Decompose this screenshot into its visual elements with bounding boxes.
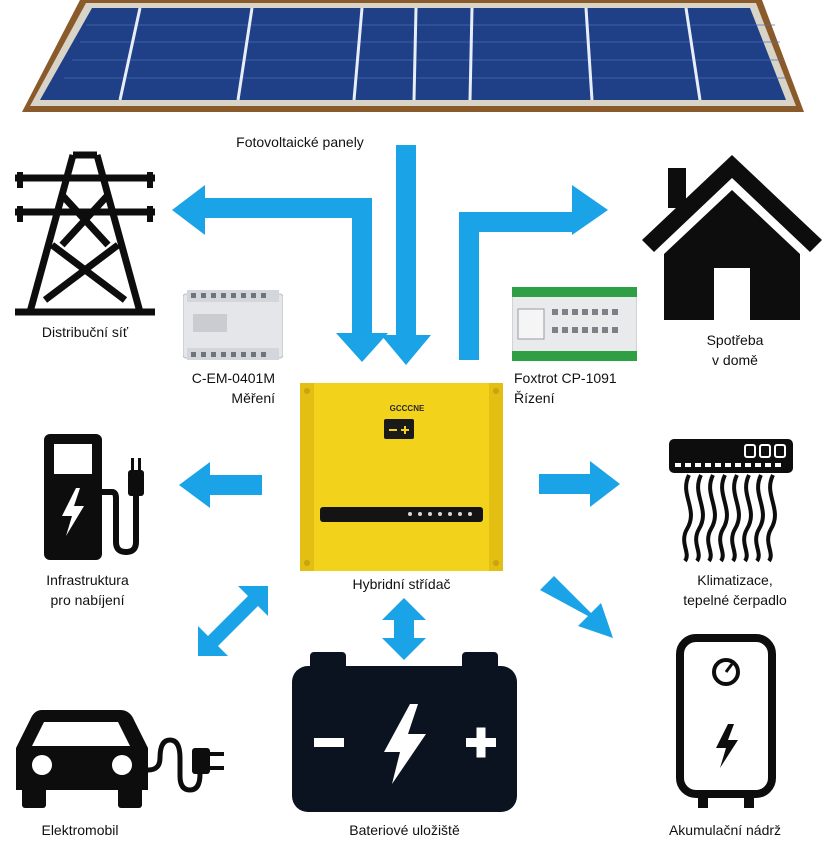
hvac-label-2: tepelné čerpadlo [683,592,787,608]
hvac-icon [669,439,793,563]
inverter-brand: GCCCNE [389,404,425,413]
meter-label-2: Měření [231,390,275,406]
arrow-to-hvac [539,461,620,507]
house-label-2: v domě [712,352,758,368]
arrow-panels-down [381,145,431,365]
arrow-to-charging [179,462,262,508]
water-tank-icon [676,634,776,808]
ev-label: Elektromobil [41,822,119,838]
tank-label: Akumulační nádrž [668,822,782,838]
pylon-icon [15,151,155,316]
arrow-to-battery [382,598,426,660]
arrow-to-house [439,185,608,360]
plc-label-1: Foxtrot CP-1091 [514,370,617,386]
charging-label-2: pro nabíjení [50,592,125,608]
arrow-grid [172,185,388,362]
plc-device [512,287,637,361]
battery-label: Bateriové uložiště [349,822,460,838]
arrow-to-tank [540,576,613,638]
arrow-to-ev [198,586,268,656]
charging-label-1: Infrastruktura [46,572,129,588]
panels-label: Fotovoltaické panely [236,134,364,150]
inverter-label: Hybridní střídač [352,576,451,592]
house-label-1: Spotřeba [706,332,764,348]
house-icon [642,155,822,320]
plc-label-2: Řízení [514,390,555,406]
meter-device [183,290,283,360]
grid-label: Distribuční síť [41,324,129,340]
solar-panel [22,0,804,112]
hvac-label-1: Klimatizace, [697,572,773,588]
battery-icon [292,652,517,812]
inverter-device [300,383,503,571]
charging-station-icon [44,434,144,560]
car-icon [16,710,224,808]
meter-label-1: C-EM-0401M [191,370,275,386]
